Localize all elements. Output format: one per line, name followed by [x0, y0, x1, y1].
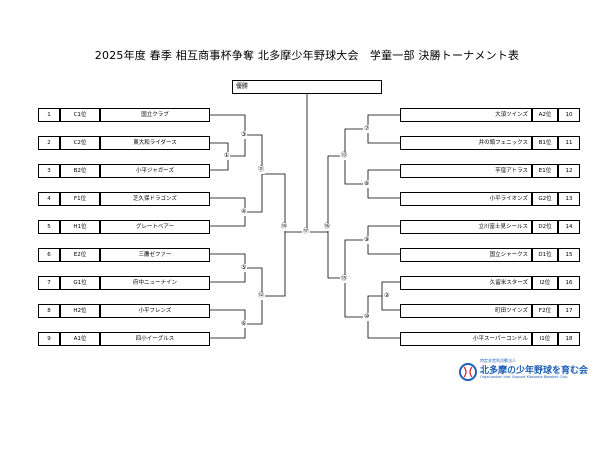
team-name: 三鷹ゼファー — [100, 248, 210, 262]
team-seed: G1位 — [60, 276, 100, 290]
logo-sub-text: Organization that Support Kitatama Baseb… — [480, 375, 568, 379]
team-number: 4 — [38, 192, 60, 206]
team-name: 東大和ライダース — [100, 136, 210, 150]
team-name: 芋窪アトラス — [400, 164, 532, 178]
team-name: 大須ツインズ — [400, 108, 532, 122]
team-number: 15 — [558, 248, 580, 262]
team-seed: I1位 — [532, 332, 558, 346]
team-number: 14 — [558, 220, 580, 234]
team-name: 府中ニューナイン — [100, 276, 210, 290]
match-number: ③ — [240, 131, 248, 139]
team-name: 小平ジャガーズ — [100, 164, 210, 178]
team-seed: A2位 — [532, 108, 558, 122]
team-name: 国立シャークス — [400, 248, 532, 262]
team-seed: G2位 — [532, 192, 558, 206]
team-name: 町田ツインズ — [400, 304, 532, 318]
team-number: 18 — [558, 332, 580, 346]
match-number: ⑫ — [257, 292, 266, 300]
baseball-logo-icon — [459, 363, 477, 381]
team-name: 小平ライオンズ — [400, 192, 532, 206]
team-number: 8 — [38, 304, 60, 318]
team-name: 久留米スターズ — [400, 276, 532, 290]
match-number: ⑬ — [340, 152, 349, 160]
match-number: ⑪ — [257, 166, 266, 174]
match-number: ⑩ — [363, 313, 371, 321]
team-name: 立川富士見シールス — [400, 220, 532, 234]
team-number: 3 — [38, 164, 60, 178]
team-number: 9 — [38, 332, 60, 346]
team-seed: I2位 — [532, 276, 558, 290]
team-name: 小平フレンズ — [100, 304, 210, 318]
organization-logo: 特定非営利活動法人 北多摩の少年野球を育む会 Organization that… — [458, 358, 588, 388]
team-number: 11 — [558, 136, 580, 150]
team-seed: H2位 — [60, 304, 100, 318]
team-number: 2 — [38, 136, 60, 150]
team-number: 1 — [38, 108, 60, 122]
team-number: 5 — [38, 220, 60, 234]
team-seed: F2位 — [532, 304, 558, 318]
team-number: 10 — [558, 108, 580, 122]
match-number: ⑥ — [240, 320, 248, 328]
team-number: 13 — [558, 192, 580, 206]
team-name: グレートベアー — [100, 220, 210, 234]
match-number: ⑮ — [340, 275, 349, 283]
match-number: ⑧ — [363, 180, 371, 188]
team-number: 17 — [558, 304, 580, 318]
match-number: ⑰ — [302, 228, 311, 236]
team-name: 四小イーグルス — [100, 332, 210, 346]
team-seed: C2位 — [60, 136, 100, 150]
team-seed: D2位 — [532, 220, 558, 234]
team-seed: E1位 — [532, 164, 558, 178]
team-name: 芝久保ドラゴンズ — [100, 192, 210, 206]
team-seed: E2位 — [60, 248, 100, 262]
match-number: ④ — [240, 208, 248, 216]
match-number: ② — [383, 292, 391, 300]
match-number: ① — [223, 152, 231, 160]
team-seed: A1位 — [60, 332, 100, 346]
logo-main-text: 北多摩の少年野球を育む会 — [480, 366, 589, 376]
winner-box: 優勝 — [232, 80, 382, 94]
team-seed: C1位 — [60, 108, 100, 122]
team-number: 16 — [558, 276, 580, 290]
team-name: 井の頭フェニックス — [400, 136, 532, 150]
team-number: 12 — [558, 164, 580, 178]
team-seed: B2位 — [60, 164, 100, 178]
team-name: 小平スーパーコンドル — [400, 332, 532, 346]
match-number: ⑭ — [280, 223, 289, 231]
match-number: ⑦ — [363, 125, 371, 133]
team-number: 6 — [38, 248, 60, 262]
match-number: ⑯ — [323, 223, 332, 231]
team-name: 国立クラブ — [100, 108, 210, 122]
logo-top-text: 特定非営利活動法人 — [480, 358, 516, 363]
team-seed: B1位 — [532, 136, 558, 150]
team-seed: D1位 — [532, 248, 558, 262]
page-title: 2025年度 春季 相互商事杯争奪 北多摩少年野球大会 学童一部 決勝トーナメン… — [94, 49, 520, 62]
winner-label: 優勝 — [236, 83, 249, 90]
team-seed: F1位 — [60, 192, 100, 206]
match-number: ⑨ — [363, 236, 371, 244]
team-number: 7 — [38, 276, 60, 290]
team-seed: H1位 — [60, 220, 100, 234]
match-number: ⑤ — [240, 264, 248, 272]
